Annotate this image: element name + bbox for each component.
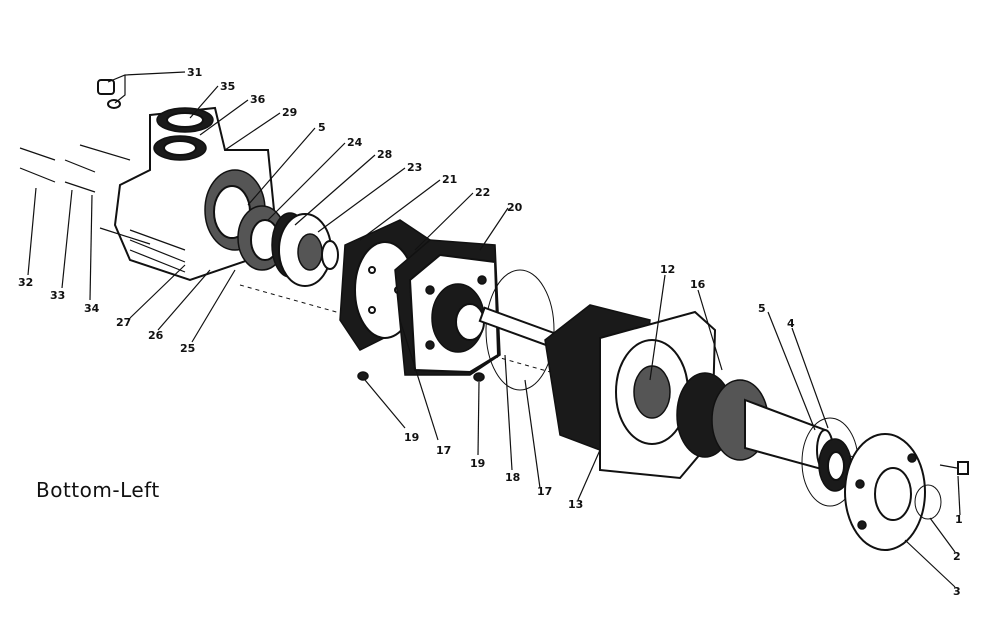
callout-13: 13: [568, 498, 583, 511]
callout-16: 16: [690, 278, 706, 291]
callout-3: 3: [953, 585, 961, 598]
callout-28: 28: [377, 148, 392, 161]
callout-18: 18: [505, 471, 520, 484]
view-caption: Bottom-Left: [36, 478, 160, 502]
callout-22: 22: [475, 186, 490, 199]
callout-17-left: 17: [436, 444, 451, 457]
callout-19-right: 19: [470, 457, 485, 470]
callout-32: 32: [18, 276, 33, 289]
callout-20: 20: [507, 201, 523, 214]
callout-25: 25: [180, 342, 195, 355]
callout-36: 36: [250, 93, 266, 106]
callout-5-upper: 5: [318, 121, 326, 134]
callout-31: 31: [187, 66, 202, 79]
plug-part: [97, 79, 121, 109]
callout-17-right: 17: [537, 485, 552, 498]
shaft-part: [676, 372, 834, 472]
callout-21: 21: [442, 173, 457, 186]
callout-23: 23: [407, 161, 422, 174]
callout-12: 12: [660, 263, 675, 276]
callout-35: 35: [220, 80, 235, 93]
seal-plates-part: [237, 205, 339, 287]
callout-labels: 31 35 36 29 5 24 28 23 21 22 20 12 16 5 …: [18, 66, 963, 598]
parts-illustration: [19, 79, 969, 551]
callout-29: 29: [282, 106, 297, 119]
callout-19-left: 19: [404, 431, 419, 444]
gerotor-part: [394, 239, 501, 376]
callout-5-lower: 5: [758, 302, 766, 315]
callout-1: 1: [955, 513, 963, 526]
callout-24: 24: [347, 136, 363, 149]
callout-2: 2: [953, 550, 961, 563]
callout-33: 33: [50, 289, 65, 302]
washers-part: [357, 269, 557, 391]
end-cover-part: [844, 433, 969, 551]
callout-27: 27: [116, 316, 131, 329]
leader-lines: [27, 71, 961, 588]
callout-34: 34: [84, 302, 100, 315]
callout-26: 26: [148, 329, 164, 342]
bolts-left-part: [19, 144, 151, 245]
callout-4: 4: [787, 317, 795, 330]
